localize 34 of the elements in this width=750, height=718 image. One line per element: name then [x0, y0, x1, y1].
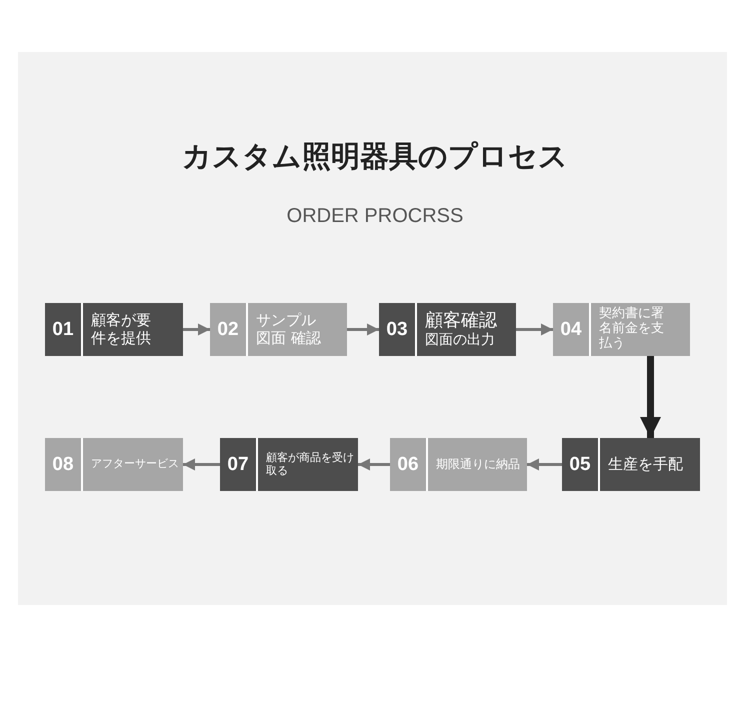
- step-text: アフターサービス: [91, 458, 180, 471]
- step-text: 顧客が商品を受け取る: [266, 452, 355, 478]
- step-text: 顧客が要件を提供: [91, 312, 152, 347]
- arrow: [640, 356, 661, 438]
- arrow: [347, 324, 379, 336]
- step-box: [210, 303, 347, 356]
- step-text: 期限通りに納品: [436, 458, 521, 472]
- step-box: [553, 303, 690, 356]
- step-number: 03: [379, 303, 417, 356]
- step-number: 01: [45, 303, 83, 356]
- step-number: 07: [220, 438, 258, 491]
- step-box: [562, 438, 700, 491]
- step-box: [45, 303, 183, 356]
- step-box: [220, 438, 358, 491]
- step-box: [390, 438, 527, 491]
- step-number: 04: [553, 303, 591, 356]
- step-box: [45, 438, 183, 491]
- arrow: [183, 458, 220, 470]
- step-number: 05: [562, 438, 600, 491]
- arrow: [527, 458, 562, 470]
- step-text: 顧客確認: [425, 311, 498, 332]
- step-text: 生産を手配: [608, 456, 684, 474]
- step-text: サンプル図面 確認: [256, 312, 322, 347]
- title: カスタム照明器具のプロセス: [181, 138, 569, 175]
- arrow: [183, 324, 210, 336]
- step-text: 図面の出力: [425, 332, 496, 348]
- arrow: [358, 458, 390, 470]
- arrow: [516, 324, 553, 336]
- step-number: 02: [210, 303, 248, 356]
- step-text: 契約書に署名前金を支払う: [599, 307, 665, 352]
- step-number: 06: [390, 438, 428, 491]
- subtitle: ORDER PROCRSS: [286, 205, 464, 228]
- step-box: [379, 303, 516, 356]
- step-number: 08: [45, 438, 83, 491]
